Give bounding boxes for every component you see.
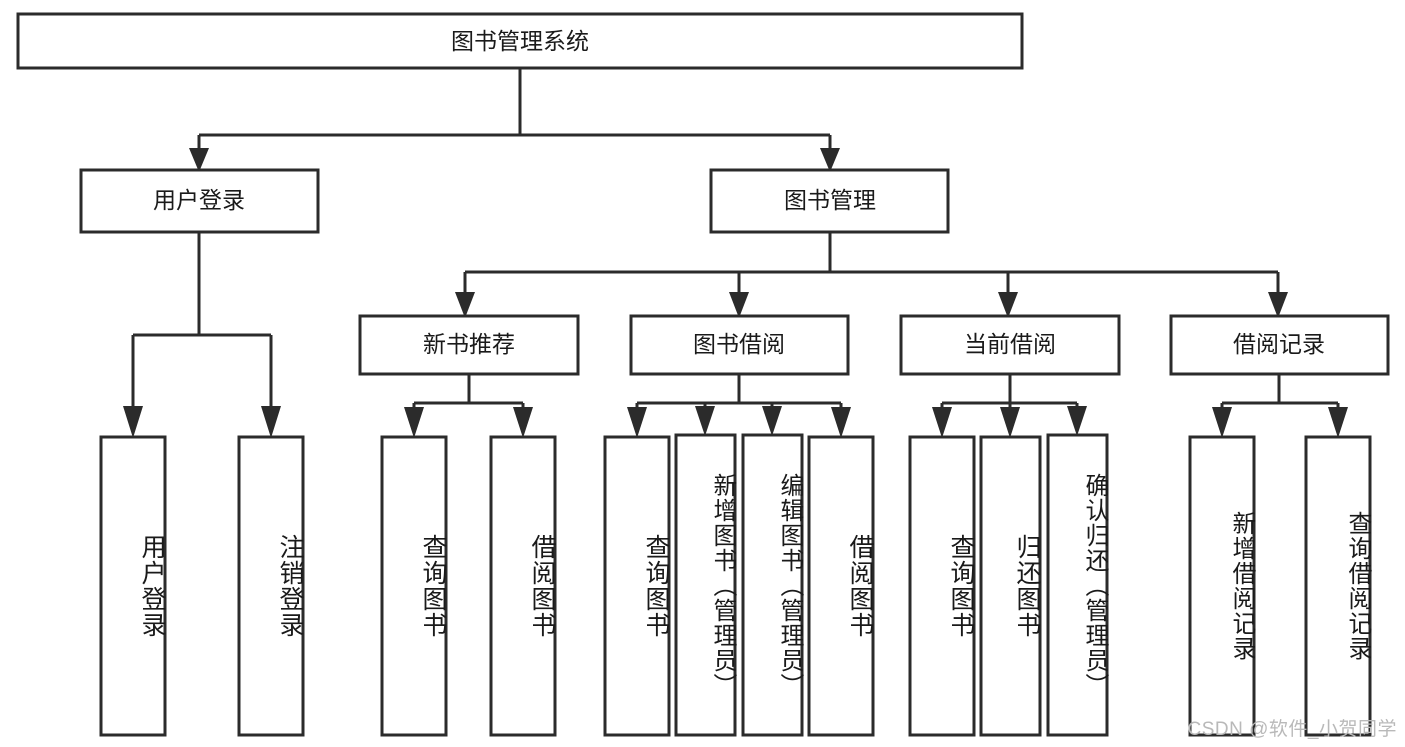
leaf-query-book-1-box[interactable] [380,435,448,737]
leaf-boxes [99,433,1372,737]
node-root-box[interactable] [16,12,1024,70]
node-borrow-record-box[interactable] [1169,314,1390,376]
leaf-borrow-book-1-box[interactable] [489,435,557,737]
arrow-icon-to-leaf-add-book [695,406,715,436]
node-user-login-label: 用户登录 [153,187,245,213]
leaf-return-book-box[interactable] [979,435,1042,737]
leaf-confirm-return-box[interactable] [1046,433,1109,737]
leaf-user-logout-box[interactable] [237,435,305,737]
arrow-icon-to-leaf-confirm-return [1067,406,1087,436]
node-current-borrow-box[interactable] [899,314,1121,376]
arrow-icon-to-leaf-query-record [1328,407,1348,438]
leaf-borrow-book-2-box[interactable] [807,435,875,737]
arrow-icon-to-leaf-add-record [1212,407,1232,438]
leaf-add-record-box[interactable] [1188,435,1256,737]
arrow-icon-to-leaf-query-book-2 [627,407,647,438]
node-book-borrow-box[interactable] [629,314,850,376]
node-current-borrow[interactable]: 当前借阅 [899,314,1121,376]
node-root-label: 图书管理系统 [451,28,589,54]
node-new-book-recommend[interactable]: 新书推荐 [358,314,580,376]
arrow-icon-to-leaf-borrow-book-2 [831,407,851,438]
node-new-book-recommend-label: 新书推荐 [423,331,515,357]
arrow-icon-to-leaf-user-login [123,406,143,438]
leaf-edit-book-box[interactable] [741,433,804,737]
arrow-icon-to-leaf-query-book-1 [404,407,424,438]
arrow-icon-to-leaf-edit-book [762,406,782,436]
arrow-icon-to-book-manage [820,148,840,172]
arrow-icon-to-leaf-return-book [1000,407,1020,438]
node-book-manage-label: 图书管理 [784,187,876,213]
csdn-watermark: CSDN @软件_小贺同学 [1187,719,1397,740]
node-current-borrow-label: 当前借阅 [964,331,1056,357]
node-user-login[interactable]: 用户登录 [79,168,320,234]
node-new-book-recommend-box[interactable] [358,314,580,376]
leaf-user-login-box[interactable] [99,435,167,737]
leaf-query-record-box[interactable] [1304,435,1372,737]
leaf-query-book-3-box[interactable] [908,435,976,737]
node-book-manage[interactable]: 图书管理 [709,168,950,234]
arrow-icon-to-borrow [729,292,749,318]
arrow-icon-to-leaf-borrow-book-1 [513,407,533,438]
leaf-query-book-2-box[interactable] [603,435,671,737]
arrow-icon-to-record [1268,292,1288,318]
node-book-borrow-label: 图书借阅 [693,331,785,357]
arrow-icon-to-recommend [455,292,475,318]
arrow-heads [123,148,1348,438]
node-user-login-box[interactable] [79,168,320,234]
arrow-icon-to-user-login [189,148,209,172]
arrow-icon-to-leaf-query-book-3 [932,407,952,438]
leaf-add-book-box[interactable] [674,433,737,737]
node-borrow-record-label: 借阅记录 [1233,331,1325,357]
node-root[interactable]: 图书管理系统 [16,12,1024,70]
arrow-icon-to-leaf-user-logout [261,406,281,438]
node-borrow-record[interactable]: 借阅记录 [1169,314,1390,376]
arrow-icon-to-current [998,292,1018,318]
node-book-borrow[interactable]: 图书借阅 [629,314,850,376]
node-book-manage-box[interactable] [709,168,950,234]
